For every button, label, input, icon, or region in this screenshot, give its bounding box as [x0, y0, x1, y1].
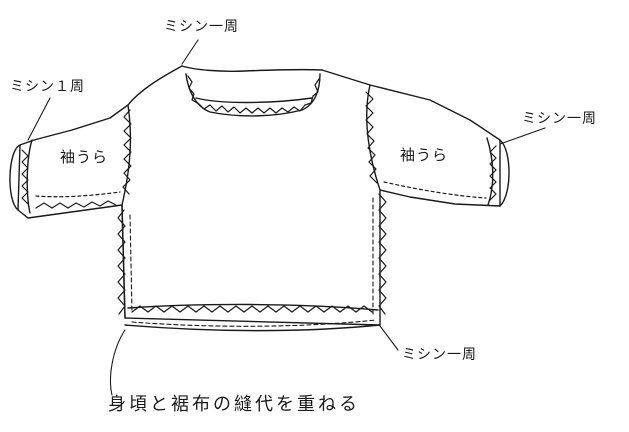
label-hem-stitch: ミシン一周 [402, 347, 477, 363]
label-right-cuff-stitch: ミシン一周 [522, 111, 597, 127]
hem-dashes [131, 319, 377, 327]
left-cuff-stitch [21, 149, 29, 205]
left-cuff-fold [9, 144, 21, 211]
right-sleeve-hem-stitch [383, 181, 487, 199]
label-right-sleeve-inside: 袖うら [400, 146, 449, 164]
right-armhole-seam [366, 84, 381, 191]
label-left-cuff-stitch: ミシン１周 [10, 79, 85, 95]
right-armhole-zigzag [365, 91, 378, 184]
left-armhole-seam [121, 104, 132, 206]
neck-facing [185, 73, 321, 117]
left-sleeve-hem-zigzag [35, 200, 117, 209]
leader-hem [379, 325, 399, 351]
left-side-zigzag [117, 209, 126, 315]
neckline [181, 65, 323, 72]
garment-outline [17, 65, 501, 326]
label-left-sleeve-inside: 袖うら [60, 148, 109, 166]
right-cuff-inner [486, 137, 494, 206]
right-cuff-fold [499, 139, 510, 207]
left-side-dash [129, 214, 133, 313]
left-cuff-inner [26, 139, 33, 214]
left-sleeve-hem-stitch [35, 191, 121, 198]
hem-zigzag [131, 305, 373, 313]
label-neck-stitch: ミシン一周 [164, 19, 239, 35]
neck-inner-line [195, 97, 313, 104]
right-side-zigzag [378, 193, 387, 315]
right-cuff-stitch [489, 145, 497, 201]
neck-stitch [187, 75, 320, 114]
leader-neck [181, 39, 199, 65]
leader-right-cuff [499, 127, 546, 145]
leader-left-cuff [27, 97, 51, 141]
hem-band-bottom [124, 324, 381, 332]
caption-overlap-seam: 身頃と裾布の縫代を重ねる [108, 394, 360, 415]
left-armhole-zigzag [122, 109, 132, 195]
leader-caption [109, 329, 126, 396]
